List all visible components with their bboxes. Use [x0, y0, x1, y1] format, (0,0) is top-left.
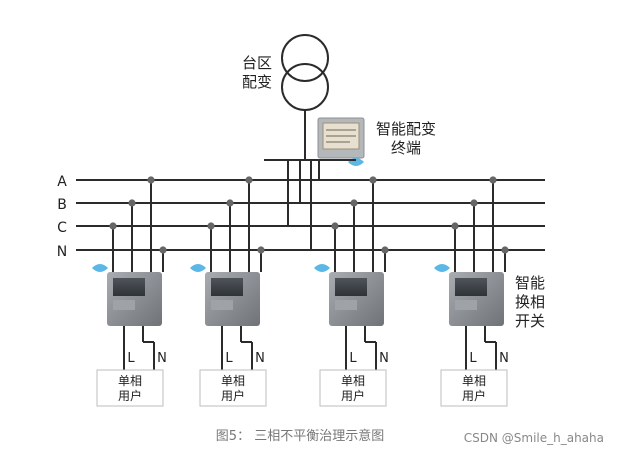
user-1-line2: 用户: [118, 388, 142, 403]
switch-unit-2: L N 单相 用户: [190, 176, 267, 407]
switch-label-2: 换相: [515, 293, 545, 311]
switch-unit-3: L N 单相 用户: [314, 176, 389, 407]
switch-unit-4: L N 单相 用户: [434, 176, 509, 407]
unit-3-N-label: N: [379, 351, 389, 366]
figure-caption: 图5： 三相不平衡治理示意图: [216, 428, 384, 444]
user-box-2: [199, 369, 267, 407]
unit-4-L-label: L: [469, 351, 477, 366]
wifi-icon: [314, 264, 330, 272]
user-2-line1: 单相: [221, 374, 245, 388]
user-2-line2: 用户: [221, 388, 245, 403]
switch-label-3: 开关: [515, 312, 545, 330]
unit-1-L-label: L: [127, 351, 135, 366]
user-1-line1: 单相: [118, 374, 142, 388]
terminal-label-2: 终端: [391, 139, 421, 157]
bus-lines: [76, 179, 545, 251]
unit-2-N-label: N: [255, 351, 265, 366]
bus-c-label: C: [57, 220, 67, 236]
unit-2-L-label: L: [225, 351, 233, 366]
terminal-device-icon: [317, 117, 365, 166]
user-3-line2: 用户: [341, 388, 365, 403]
user-4-line1: 单相: [462, 374, 486, 388]
unit-4-N-label: N: [499, 351, 509, 366]
bus-b-label: B: [57, 197, 67, 213]
wifi-icon: [92, 264, 108, 272]
terminal-label-1: 智能配变: [376, 120, 436, 138]
bus-a-label: A: [57, 174, 67, 190]
bus-n-label: N: [57, 244, 67, 260]
user-3-line1: 单相: [341, 374, 365, 388]
unit-1-N-label: N: [157, 351, 167, 366]
transformer-symbol: [281, 34, 329, 160]
user-4-line2: 用户: [462, 388, 486, 403]
switch-unit-1: L N 单相 用户: [92, 176, 167, 407]
transformer-label-1: 台区: [242, 54, 272, 72]
switch-label-1: 智能: [515, 274, 545, 292]
busbar-connector: [264, 159, 356, 250]
user-box-4: [440, 369, 508, 407]
user-box-1: [96, 369, 164, 407]
transformer-label-2: 配变: [242, 73, 272, 91]
wifi-icon: [190, 264, 206, 272]
unit-3-L-label: L: [349, 351, 357, 366]
wifi-icon: [434, 264, 450, 272]
user-box-3: [319, 369, 387, 407]
watermark: CSDN @Smile_h_ahaha: [464, 431, 604, 445]
